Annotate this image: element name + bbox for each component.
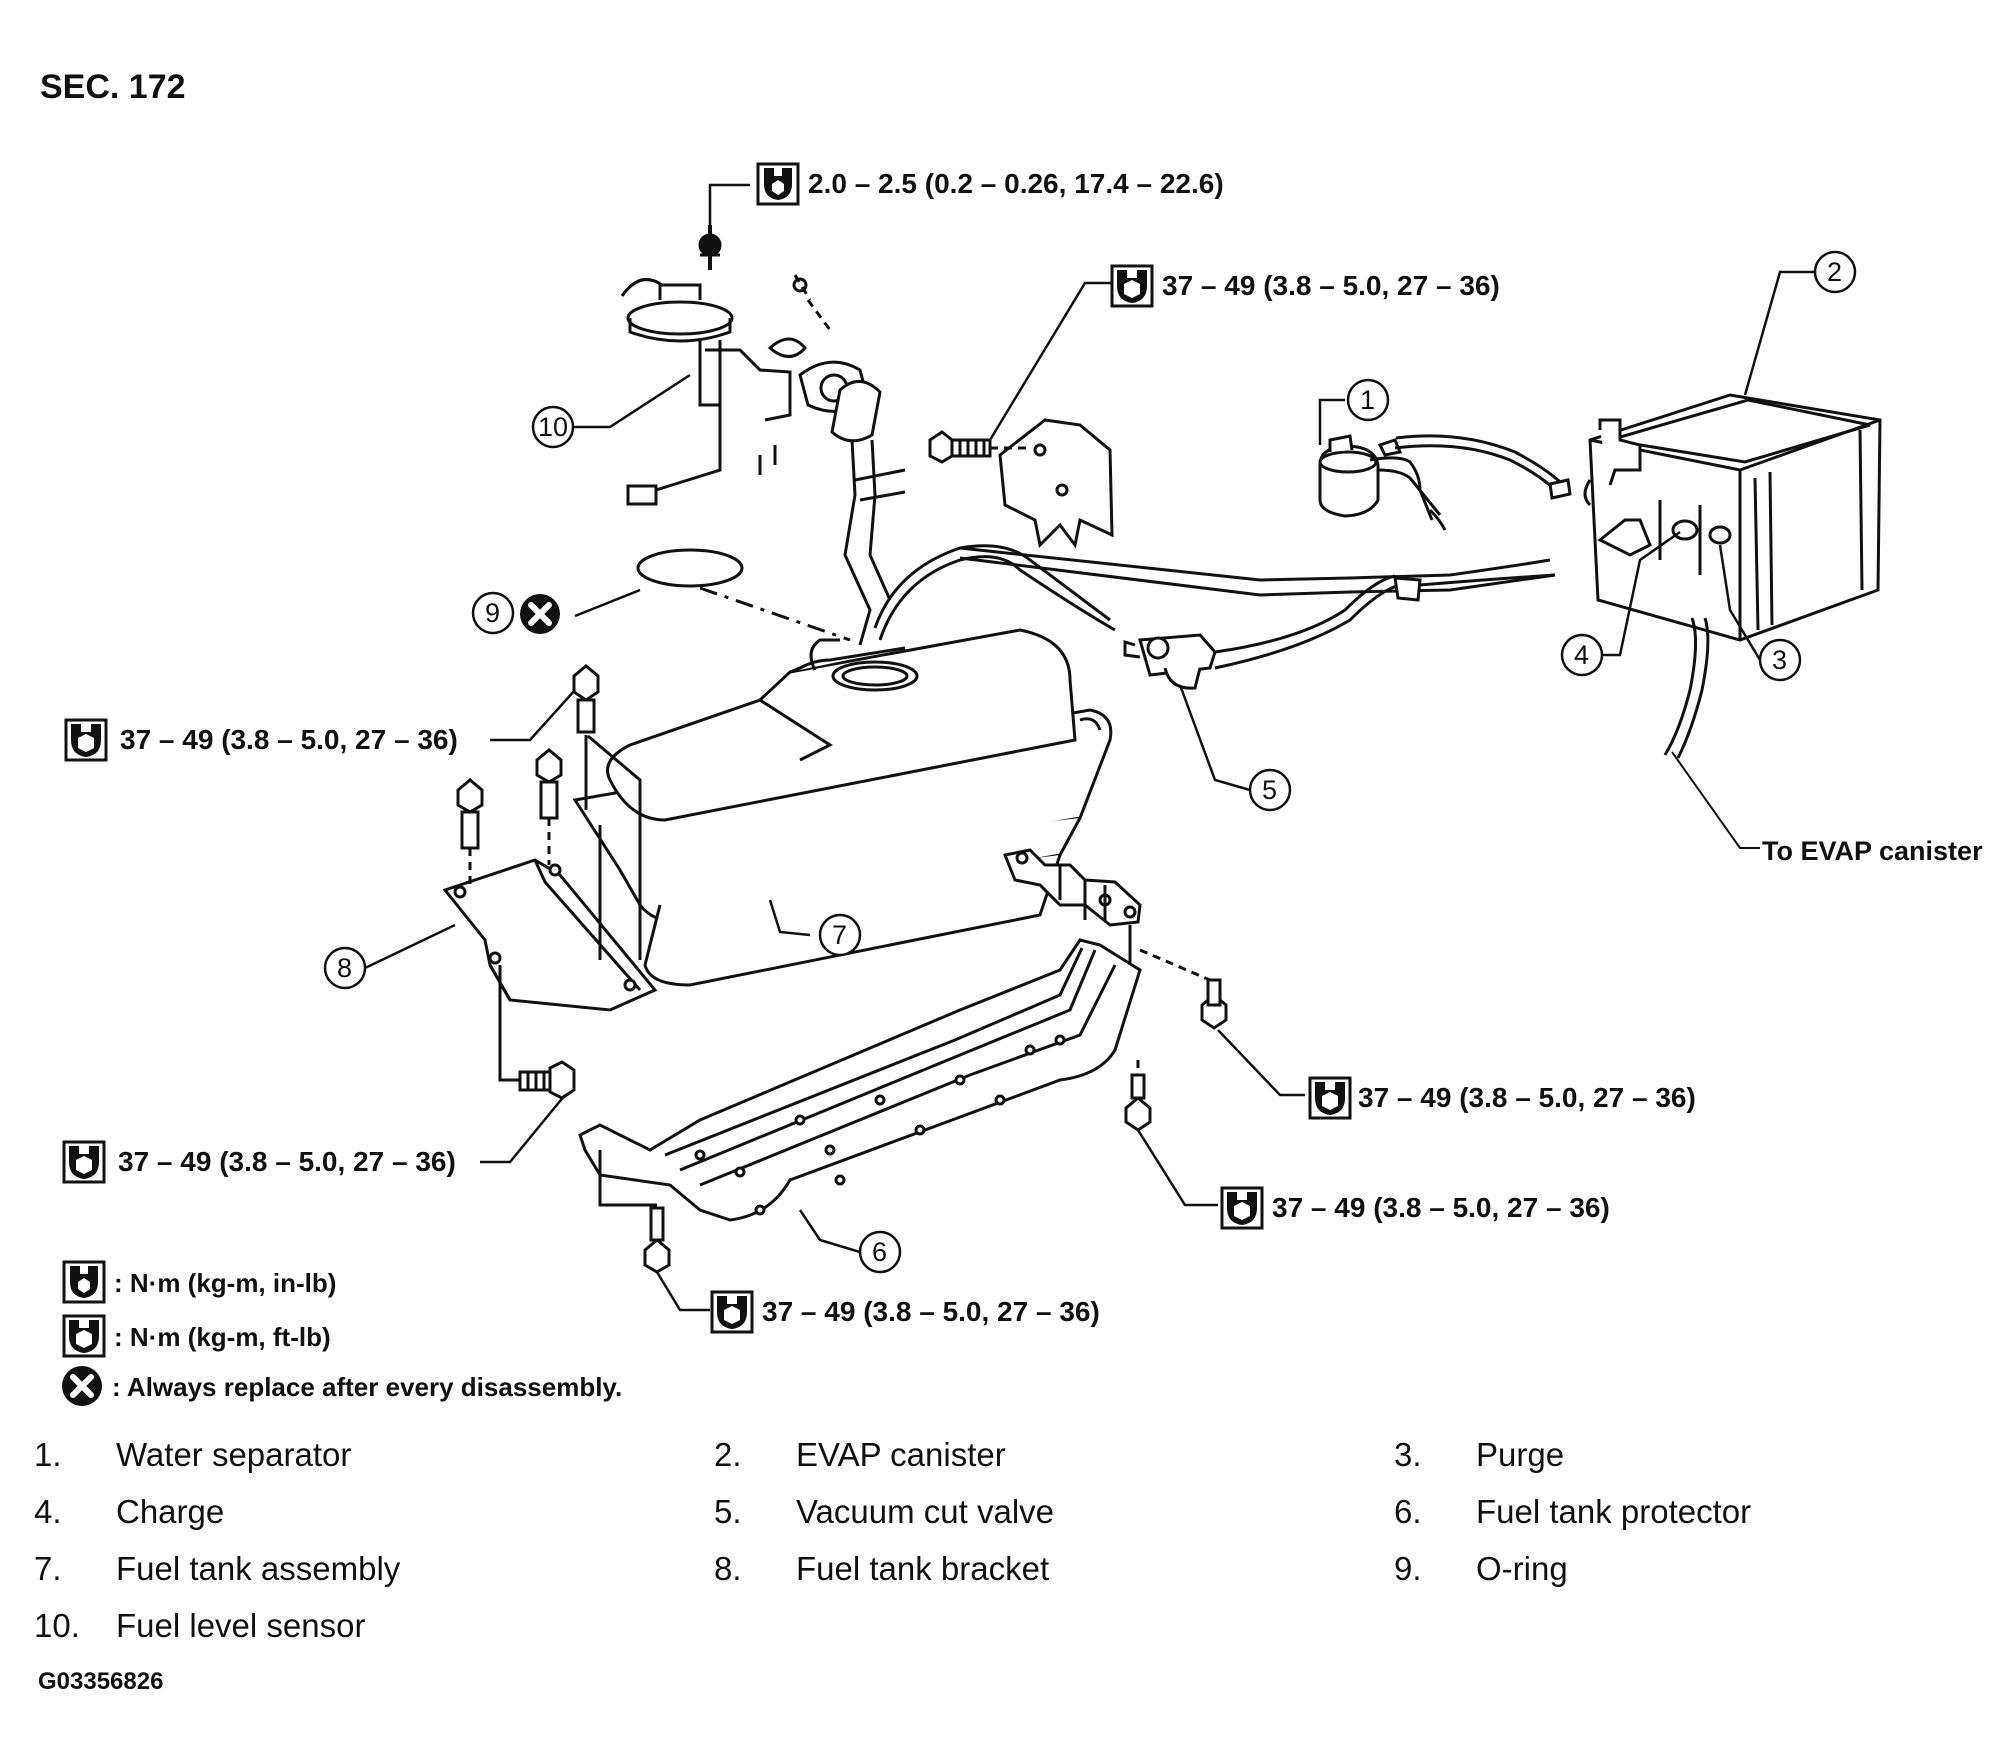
callout-label-8: 8: [337, 953, 353, 983]
part-name: Charge: [116, 1493, 225, 1530]
callout-1: [1346, 378, 1390, 422]
callout-label-1: 1: [1360, 385, 1376, 415]
callout-label-4: 4: [1574, 640, 1590, 670]
callout-2: [1813, 250, 1857, 294]
torque-in-lb-icon: [756, 162, 800, 206]
part-name: Vacuum cut valve: [796, 1493, 1055, 1530]
hose-support-bracket-drawing: [998, 418, 1114, 549]
replace-icon: [62, 1366, 102, 1406]
callout-4: [1560, 633, 1604, 677]
part-number: 7.: [34, 1550, 62, 1587]
fuel-level-sensor-drawing: [620, 278, 792, 506]
tank-bolts-drawing: [456, 664, 642, 960]
callout-label-3: 3: [1772, 645, 1788, 675]
evap-canister-drawing: [1583, 393, 1882, 642]
legend-replace: : Always replace after every disassembly…: [112, 1372, 623, 1402]
torque-ft-lb-icon: [64, 718, 108, 762]
figure-code: G03356826: [38, 1668, 164, 1695]
replace-icon: [520, 594, 560, 634]
section-title: SEC. 172: [40, 68, 186, 106]
o-ring-drawing: [636, 548, 744, 588]
vacuum-cut-valve-drawing: [1123, 633, 1217, 690]
torque-ft-lb-icon: [710, 1290, 754, 1334]
torque-spec-protector-right-bottom: 37 – 49 (3.8 – 5.0, 27 – 36): [1272, 1192, 1610, 1223]
torque-spec-protector-right-top: 37 – 49 (3.8 – 5.0, 27 – 36): [1358, 1082, 1696, 1113]
legend-ft-lb: : N·m (kg-m, ft-lb): [114, 1322, 331, 1352]
torque-ft-lb-icon: [62, 1314, 106, 1358]
callout-label-5: 5: [1262, 775, 1278, 805]
callout-6: [858, 1230, 902, 1274]
part-number: 2.: [714, 1436, 742, 1473]
water-separator-drawing: [1318, 434, 1572, 531]
callout-3: [1758, 638, 1802, 682]
callout-10: [531, 405, 575, 449]
torque-spec-tank-left: 37 – 49 (3.8 – 5.0, 27 – 36): [120, 724, 458, 755]
torque-spec-bracket-side: 37 – 49 (3.8 – 5.0, 27 – 36): [118, 1146, 456, 1177]
fuel-tank-drawing: [572, 628, 1113, 987]
callout-label-10: 10: [538, 412, 569, 442]
legend-in-lb: : N·m (kg-m, in-lb): [114, 1268, 337, 1298]
part-number: 9.: [1394, 1550, 1422, 1587]
part-name: Fuel tank assembly: [116, 1550, 401, 1587]
to-evap-canister-label: To EVAP canister: [1762, 836, 1983, 866]
torque-ft-lb-icon: [1220, 1186, 1264, 1230]
callout-label-2: 2: [1827, 257, 1843, 287]
pump-neck-drawing: [698, 225, 906, 646]
callout-5: [1248, 768, 1292, 812]
fuel-tank-protector-drawing: [578, 938, 1142, 1222]
fuel-tank-bracket-drawing: [442, 858, 658, 1012]
torque-spec-screw: 2.0 – 2.5 (0.2 – 0.26, 17.4 – 22.6): [808, 168, 1224, 199]
protector-strap-drawing: [1002, 848, 1211, 982]
fuel-lines-drawing: [873, 544, 1556, 670]
part-number: 5.: [714, 1493, 742, 1530]
callout-7: [818, 913, 862, 957]
torque-spec-bracket-bolt: 37 – 49 (3.8 – 5.0, 27 – 36): [1162, 270, 1500, 301]
callout-label-7: 7: [832, 920, 848, 950]
part-number: 1.: [34, 1436, 62, 1473]
callout-label-6: 6: [872, 1237, 888, 1267]
torque-ft-lb-icon: [62, 1140, 106, 1184]
part-number: 3.: [1394, 1436, 1422, 1473]
part-name: EVAP canister: [796, 1436, 1006, 1473]
part-name: Purge: [1476, 1436, 1565, 1473]
part-number: 8.: [714, 1550, 742, 1587]
callout-label-9: 9: [485, 598, 501, 628]
evap-hose-drawing: [1663, 617, 1710, 759]
torque-in-lb-icon: [62, 1260, 106, 1304]
protector-bolts-drawing: [598, 978, 1228, 1274]
callout-9: [471, 591, 515, 635]
part-name: O-ring: [1476, 1550, 1568, 1587]
bracket-bolt-drawing: [928, 430, 1030, 464]
callout-circles: [323, 250, 1857, 1274]
part-name: Fuel tank bracket: [796, 1550, 1050, 1587]
torque-spec-protector-bottom: 37 – 49 (3.8 – 5.0, 27 – 36): [762, 1296, 1100, 1327]
torque-ft-lb-icon: [1110, 264, 1154, 308]
part-name: Fuel tank protector: [1476, 1493, 1752, 1530]
part-name: Water separator: [116, 1436, 352, 1473]
part-number: 6.: [1394, 1493, 1422, 1530]
bracket-side-bolt-drawing: [498, 965, 576, 1100]
callout-8: [323, 946, 367, 990]
torque-ft-lb-icon: [1308, 1076, 1352, 1120]
part-number: 10.: [34, 1607, 80, 1644]
part-name: Fuel level sensor: [116, 1607, 366, 1644]
part-number: 4.: [34, 1493, 62, 1530]
